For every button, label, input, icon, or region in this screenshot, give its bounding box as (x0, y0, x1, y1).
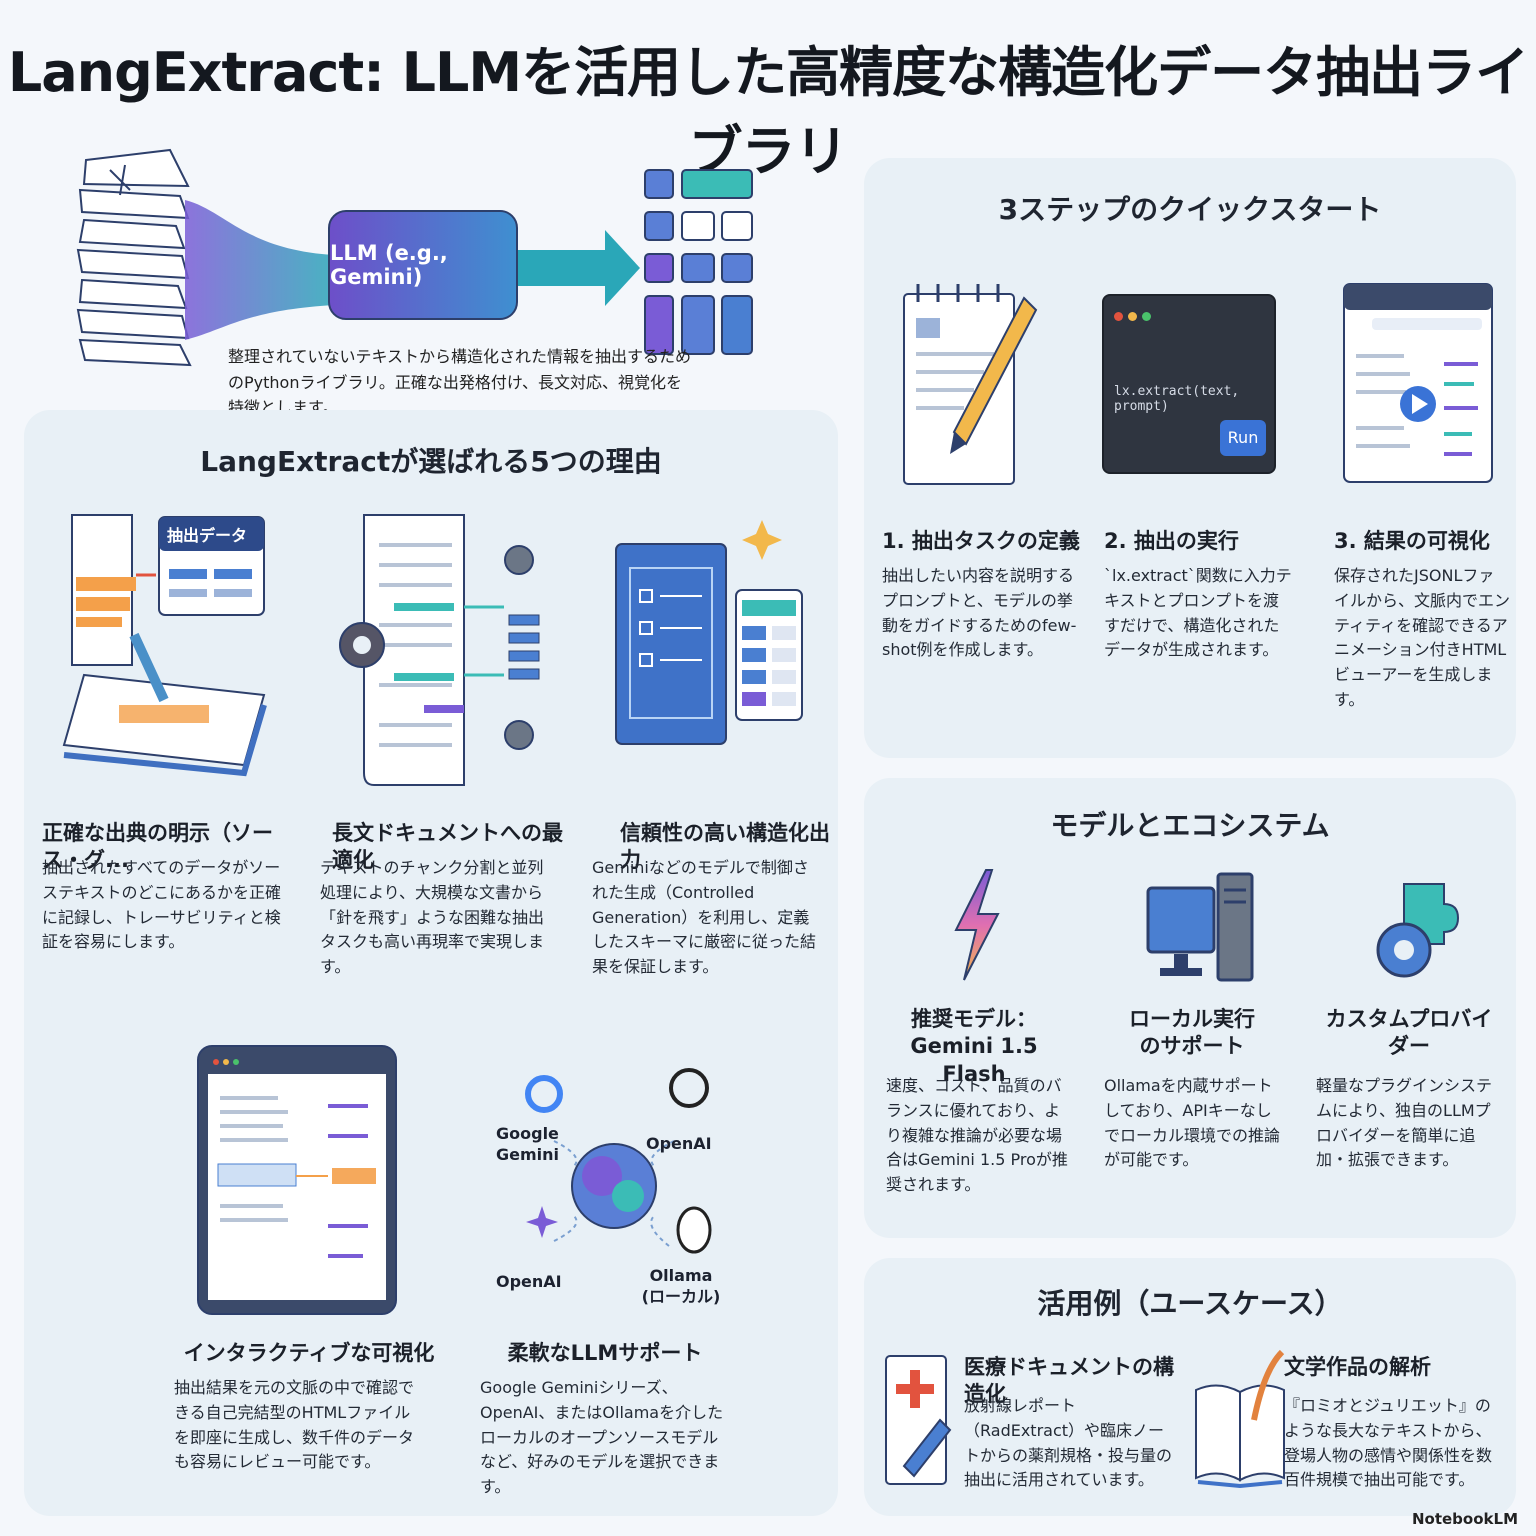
notepad-pencil-icon (903, 284, 1038, 485)
data-flow-arrow (185, 200, 640, 340)
usecase-2-title: 文学作品の解析 (1284, 1355, 1431, 1379)
step-1-text: 抽出したい内容を説明するプロンプトと、モデルの挙動をガイドするためのfew-sh… (882, 566, 1077, 660)
page-title: LangExtract: LLMを活用した高精度な構造化データ抽出ライブラリ (7, 41, 1529, 183)
usecases-title: 活用例（ユースケース） (1037, 1287, 1343, 1320)
step-2-title: 2. 抽出の実行 (1104, 529, 1239, 553)
step-1-title: 1. 抽出タスクの定義 (882, 529, 1080, 553)
notebooklm-brand: NotebookLM (1411, 1510, 1518, 1528)
reason-4-title: インタラクティブな可視化 (183, 1341, 435, 1365)
medical-document-icon (885, 1355, 952, 1485)
puzzle-gear-icon (1376, 883, 1460, 978)
lightning-icon (954, 869, 1000, 981)
hero-description: 整理されていないテキストから構造化された情報を抽出するためのPythonライブラ… (228, 347, 692, 418)
open-book-quill-icon (1195, 1349, 1285, 1489)
provider-ollama: Ollama (ローカル) (641, 1266, 721, 1306)
eco-3-title: カスタムプロバイダー (1325, 1007, 1493, 1059)
structured-table-icon (644, 169, 753, 355)
reason-2-text: テキストのチャンク分割と並列処理により、大規模な文書から「針を飛す」ような困難な… (320, 858, 545, 977)
eco-1-text: 速度、コスト、品質のバランスに優れており、より複雑な推論が必要な場合はGemin… (886, 1076, 1068, 1195)
eco-3-text: 軽量なプラグインシステムにより、独自のLLMプロバイダーを簡単に追加・拡張できま… (1316, 1076, 1493, 1170)
structured-output-icon (615, 520, 803, 745)
long-document-icon (339, 514, 540, 786)
provider-openai: OpenAI (646, 1134, 712, 1153)
step-2-text: `lx.extract`関数に入力テキストとプロンプトを渡すだけで、構造化された… (1104, 566, 1292, 660)
usecases-panel: 活用例（ユースケース） 医療ドキュメントの構造化 放射線レポート（RadExtr… (864, 1258, 1516, 1516)
browser-viewer-icon (1343, 283, 1493, 483)
reason-5-title: 柔軟なLLMサポート (507, 1341, 703, 1365)
reason-1-title: 正確な出典の明示（ソース・グ... (42, 821, 273, 873)
reason-4-text: 抽出結果を元の文脈の中で確認できる自己完結型のHTMLファイルを即座に生成し、数… (174, 1378, 415, 1472)
source-grounding-icon (62, 514, 267, 777)
llm-label: LLM (e.g., Gemini) (330, 241, 448, 289)
reason-1-text: 抽出されたすべてのデータがソーステキストのどこにあるかを正確に記録し、トレーサビ… (42, 858, 282, 952)
reasons-panel: LangExtractが選ばれる5つの理由 抽出データ (24, 410, 838, 1516)
reason-5-text: Google Geminiシリーズ、OpenAI、またはOllamaを介したロー… (480, 1378, 724, 1497)
interactive-viewer-icon (197, 1045, 397, 1315)
usecase-2-text: 『ロミオとジュリエット』のような長大なテキストから、登場人物の感情や関係性を数百… (1284, 1396, 1493, 1490)
desktop-computer-icon (1146, 872, 1254, 982)
quickstart-title: 3ステップのクイックスタート (998, 193, 1382, 226)
reason-2-title: 長文ドキュメントへの最適化 (332, 821, 563, 873)
step-3-text: 保存されたJSONLファイルから、文脈内でエンティティを確認できるアニメーション… (1334, 566, 1511, 709)
eco-2-text: Ollamaを内蔵サポートしており、APIキーなしでローカル環境での推論が可能で… (1104, 1076, 1281, 1170)
reason-3-title: 信頼性の高い構造化出力 (620, 821, 830, 873)
reasons-title: LangExtractが選ばれる5つの理由 (200, 445, 662, 478)
eco-1-title: 推奨モデル： Gemini 1.5 Flash (910, 1007, 1038, 1086)
llm-providers-diagram (525, 1068, 712, 1254)
document-stack-icon (76, 148, 192, 367)
code-editor: lx.extract(text, prompt) Run (1102, 294, 1276, 474)
quickstart-panel: 3ステップのクイックスタート lx.extract(text, prompt) … (864, 158, 1516, 758)
run-button[interactable]: Run (1220, 420, 1266, 456)
provider-openai-2: OpenAI (496, 1272, 562, 1291)
ecosystem-panel: モデルとエコシステム 推奨モデル： Gemini 1.5 Flash 速度、コス… (864, 778, 1516, 1238)
usecase-1-title: 医療ドキュメントの構造化 (964, 1355, 1174, 1407)
extract-data-badge: 抽出データ (167, 526, 248, 545)
step-3-title: 3. 結果の可視化 (1334, 529, 1490, 553)
provider-google: Google Gemini (496, 1124, 560, 1164)
editor-dots (1114, 306, 1152, 325)
llm-pipe: LLM (e.g., Gemini) (328, 210, 518, 320)
usecase-1-text: 放射線レポート（RadExtract）や臨床ノートからの薬剤規格・投与量の抽出に… (964, 1396, 1173, 1490)
reason-3-text: Geminiなどのモデルで制御された生成（Controlled Generati… (592, 858, 817, 977)
code-line: lx.extract(text, prompt) (1114, 384, 1240, 414)
ecosystem-title: モデルとエコシステム (1050, 809, 1330, 842)
eco-2-title: ローカル実行 のサポート (1129, 1007, 1255, 1059)
